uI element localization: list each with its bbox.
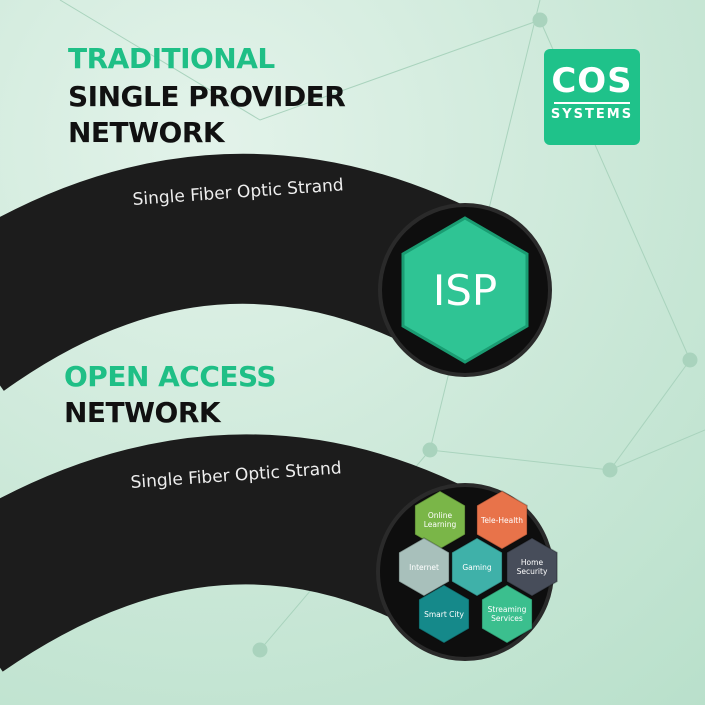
network-lines xyxy=(59,0,705,658)
service-hexagon xyxy=(481,584,533,644)
service-hexagon xyxy=(506,537,558,597)
service-label: Gaming xyxy=(462,562,492,572)
open-access-subtitle: NETWORK xyxy=(64,396,221,429)
service-label: Online Learning xyxy=(423,511,457,529)
isp-hexagon xyxy=(401,216,529,364)
service-label: Smart City xyxy=(424,609,464,619)
logo-divider xyxy=(554,102,630,104)
service-label: Tele-Health xyxy=(481,515,523,525)
service-hexagons xyxy=(398,490,558,644)
service-hexagon xyxy=(398,537,450,597)
service-label: Streaming Services xyxy=(487,605,527,623)
service-hexagon xyxy=(418,584,470,644)
traditional-subtitle-2: NETWORK xyxy=(68,116,225,149)
traditional-subtitle: SINGLE PROVIDER xyxy=(68,80,346,113)
service-label: Home Security xyxy=(516,558,548,576)
traditional-title: TRADITIONAL xyxy=(68,42,275,75)
service-hexagon xyxy=(451,537,503,597)
service-label: Internet xyxy=(409,562,439,572)
isp-label: ISP xyxy=(432,266,498,315)
open-access-title: OPEN ACCESS xyxy=(64,360,277,393)
service-hexagon xyxy=(476,490,528,550)
logo-subtext: SYSTEMS xyxy=(550,107,634,122)
logo-text: COS xyxy=(551,61,633,101)
cos-systems-logo: COS SYSTEMS xyxy=(544,49,640,145)
